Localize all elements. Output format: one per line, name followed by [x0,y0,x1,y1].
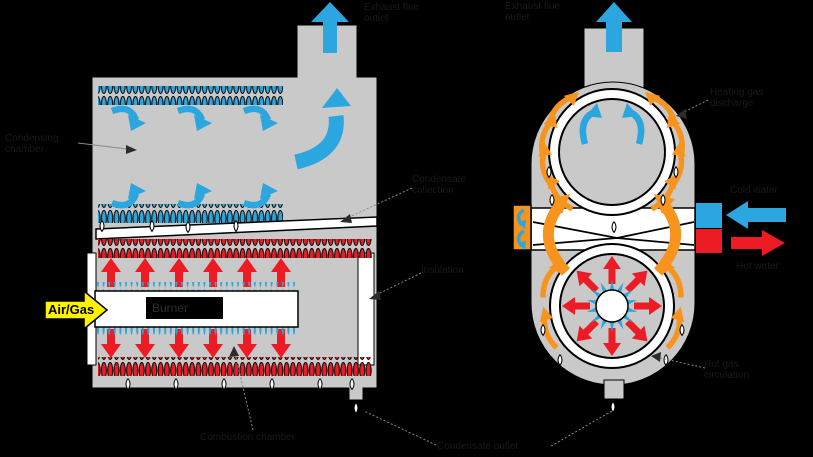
hot-water-arrow-icon [731,230,785,256]
heating-tubes-top [98,239,372,258]
label-hot-water: Hot water [736,261,779,272]
label-combustion-chamber: Combustion chamber [200,432,296,443]
air-curl-arrows-icon [516,208,526,250]
label-condensing-chamber: Condensing chamber [5,133,59,155]
flue-updraft-arrow-icon [294,115,344,170]
label-exhaust-flue-outlet-left: Exhaust flue outlet [364,2,420,24]
condensing-tubes-mid [98,204,283,223]
label-cold-water: Cold water [730,185,778,196]
burner-box [146,297,223,319]
label-heating-gas-discharge: Heating gas discharge [710,87,764,109]
label-exhaust-flue-outlet-right: Exhaust flue outlet [505,1,561,23]
right-boiler-cross-section [512,2,786,413]
label-air-gas: Air/Gas [48,302,95,317]
label-burner: Burner [152,301,189,315]
condensate-drip-icon [610,401,616,413]
condensate-drip-icon [353,402,359,414]
drain-stub [603,379,625,400]
air-gas-arrow-icon [44,289,109,331]
updraft-arrows-icon [579,103,645,145]
label-condensate-collection: Condensate collection [412,174,466,196]
flue-exit-arrow-icon [596,2,632,52]
flue-exit-arrow-icon [311,2,349,53]
label-hot-gas-circulation: Hot gas circulation [704,359,750,381]
label-insulation: Insulation [421,265,464,276]
cold-water-port [696,203,722,228]
cold-water-arrow-icon [726,201,786,229]
annotation-leaders [77,99,709,447]
collector-bowtie-plates [532,221,695,246]
hot-water-port [696,229,722,253]
condensing-tubes-top [98,86,283,105]
left-boiler-section [44,2,378,414]
label-condensate-outlet: Condensate outlet [437,441,519,452]
heating-tubes-bottom [98,357,372,376]
insulation-plate-right [357,252,375,366]
central-burner [586,280,638,332]
